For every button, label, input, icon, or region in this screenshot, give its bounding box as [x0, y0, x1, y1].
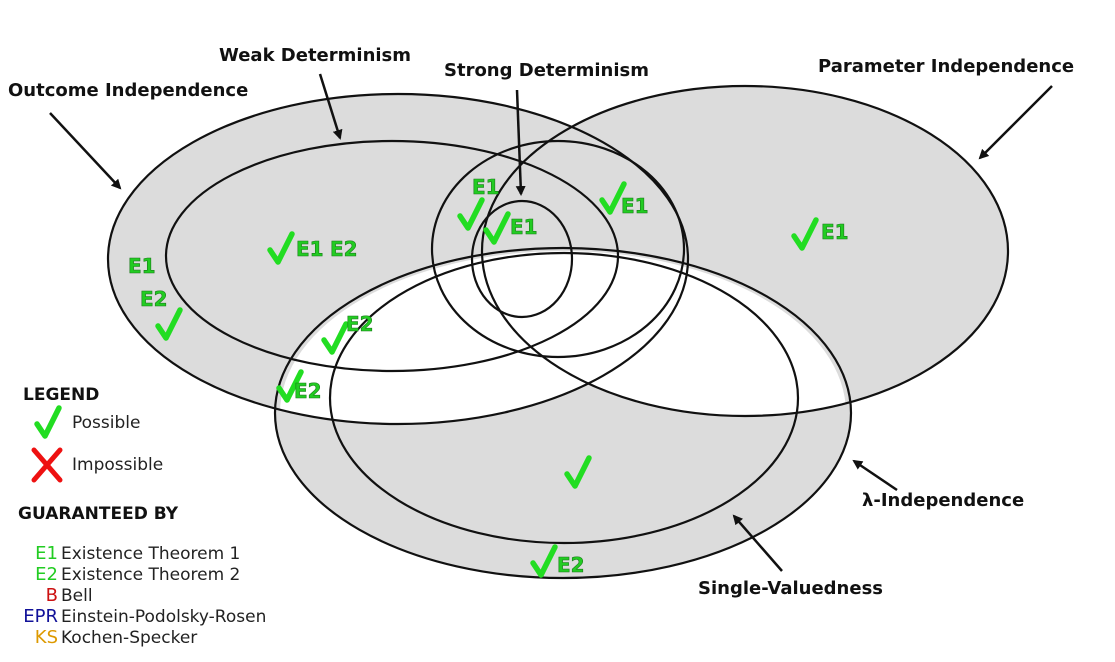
- tag-e1: E1: [621, 194, 649, 218]
- tag-e2: E2: [140, 287, 168, 311]
- check-icon: [321, 321, 349, 355]
- check-icon: [530, 544, 558, 578]
- check-icon: [34, 405, 62, 439]
- check-icon: [564, 455, 592, 489]
- guaranteed-label: Existence Theorem 2: [61, 565, 240, 585]
- guaranteed-label: Bell: [61, 586, 93, 606]
- guaranteed-label: Einstein-Podolsky-Rosen: [61, 607, 266, 627]
- weak-determinism-ring: [164, 139, 620, 373]
- legend: LEGEND Possible Impossible GUARANTEED BY…: [18, 385, 266, 648]
- parameter-independence-ring: [480, 84, 1010, 418]
- tag-e2: E2: [294, 379, 322, 403]
- label-parameter-independence: Parameter Independence: [818, 56, 1074, 77]
- label-outcome-independence: Outcome Independence: [8, 80, 248, 101]
- check-icon: [457, 197, 485, 231]
- tag-e1: E1: [128, 254, 156, 278]
- legend-title: LEGEND: [23, 385, 99, 405]
- weak-determinism-upper-ring: [430, 139, 686, 359]
- label-single-valuedness: Single-Valuedness: [698, 578, 883, 599]
- legend-possible-label: Possible: [72, 413, 140, 433]
- arrow-lambda-independence: [852, 459, 898, 492]
- region-fills: [108, 86, 1008, 578]
- region-mark-lambda-bottom: E2: [530, 544, 585, 578]
- arrow-parameter-independence: [978, 85, 1053, 160]
- check-icon: [155, 307, 183, 341]
- label-strong-determinism: Strong Determinism: [444, 60, 649, 81]
- region-mark-sv-center: [564, 455, 592, 489]
- tag-e2: E2: [557, 553, 585, 577]
- guaranteed-tag-ks: KS: [35, 627, 58, 648]
- tag-e2: E2: [346, 312, 374, 336]
- arrow-weak-determinism: [318, 73, 343, 140]
- guaranteed-label: Existence Theorem 1: [61, 544, 240, 564]
- arrow-outcome-independence: [49, 112, 122, 190]
- region-mark-pi-only: E1: [791, 217, 849, 251]
- check-icon: [599, 181, 627, 215]
- check-icon: [267, 231, 295, 265]
- tag-e2: E2: [330, 237, 358, 261]
- guaranteed-tag-e1: E1: [35, 543, 58, 564]
- region-mark-pi-wd-right: E1: [599, 181, 649, 218]
- guaranteed-title: GUARANTEED BY: [18, 504, 179, 524]
- guaranteed-tag-epr: EPR: [23, 606, 58, 627]
- strong-determinism-ring: [470, 199, 574, 319]
- region-labels: Weak Determinism Strong Determinism Outc…: [8, 45, 1074, 599]
- guaranteed-label: Kochen-Specker: [61, 628, 197, 648]
- label-weak-determinism: Weak Determinism: [219, 45, 411, 66]
- label-lambda-independence: λ-Independence: [862, 490, 1024, 511]
- guaranteed-tag-b: B: [46, 585, 58, 606]
- guaranteed-tag-e2: E2: [35, 564, 58, 585]
- single-valuedness-ring: [328, 251, 800, 545]
- cross-icon: [31, 447, 63, 483]
- check-icon: [483, 211, 511, 245]
- region-mark-strong-det: E1: [483, 211, 538, 245]
- region-mark-oi-lambda: E2: [276, 369, 322, 403]
- region-mark-wd-sv: E2: [321, 312, 374, 355]
- tag-e1: E1: [296, 237, 324, 261]
- arrow-strong-determinism: [515, 89, 526, 196]
- tag-e1: E1: [821, 220, 849, 244]
- arrow-single-valuedness: [732, 514, 783, 572]
- tag-e1: E1: [510, 215, 538, 239]
- region-mark-pi-wd-left: E1: [457, 175, 500, 231]
- region-outlines: [106, 84, 1010, 580]
- check-icon: [791, 217, 819, 251]
- lambda-independence-ring: [273, 246, 853, 580]
- outcome-independence-ring: [106, 92, 690, 426]
- tag-e1: E1: [472, 175, 500, 199]
- arrows: [49, 73, 1053, 572]
- check-icon: [276, 369, 304, 403]
- legend-impossible-label: Impossible: [72, 455, 163, 475]
